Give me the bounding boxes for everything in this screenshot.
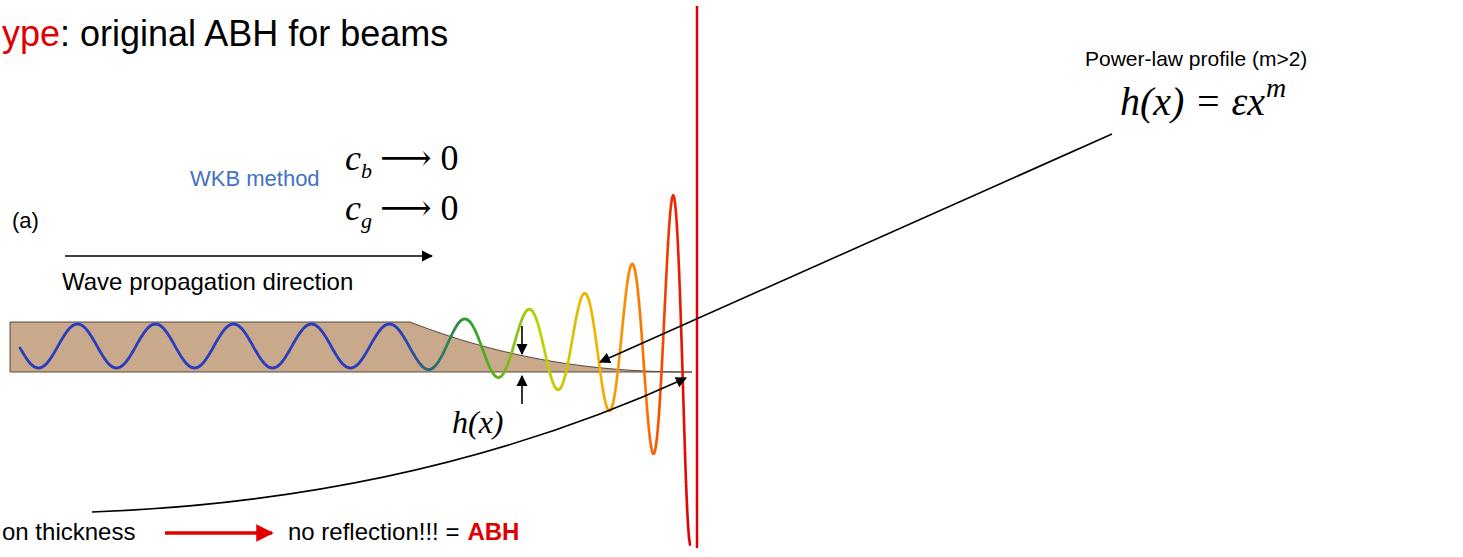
symbol: c <box>345 190 361 226</box>
wave-segment <box>648 420 649 431</box>
wave-segment <box>659 399 660 414</box>
wave-segment <box>639 302 640 313</box>
wave-segment <box>665 282 666 302</box>
wave-segment <box>264 363 265 364</box>
wave-segment <box>555 387 556 388</box>
wave-segment <box>688 524 689 537</box>
wave-segment <box>669 215 670 228</box>
wave-segment <box>622 321 623 331</box>
wave-segment <box>637 283 638 292</box>
formula-exponent: m <box>1266 74 1286 102</box>
leader-line <box>600 134 1112 362</box>
formula-caption: Power-law profile (m>2) <box>1085 48 1307 69</box>
wave-segment <box>421 365 422 366</box>
wave-segment <box>620 341 621 351</box>
wave-segment <box>682 355 683 388</box>
tapered-beam <box>10 322 692 372</box>
wave-segment <box>646 395 647 408</box>
wave-segment <box>342 363 343 364</box>
flexural-wave <box>20 195 690 544</box>
leader-line <box>92 378 686 512</box>
note: on thickness <box>2 520 135 544</box>
wave-peak <box>696 6 699 548</box>
wave-segment <box>649 430 650 439</box>
wave-segment <box>147 328 148 329</box>
wave-segment <box>30 363 31 364</box>
wave-segment <box>526 310 527 311</box>
wave-segment <box>658 414 659 427</box>
symbol-subscript: b <box>361 160 372 182</box>
wave-segment <box>625 293 626 302</box>
wave-segment <box>662 343 663 363</box>
wave-segment <box>641 326 642 339</box>
wave-segment <box>225 328 226 329</box>
wave-segment <box>678 246 679 269</box>
wave-segment <box>686 482 687 506</box>
wave-segment <box>667 244 668 262</box>
abh-term: ABH <box>467 520 519 544</box>
implication-arrow <box>165 531 272 535</box>
wave-segment <box>69 328 70 329</box>
direction-label: Wave propagation direction <box>62 270 353 294</box>
symbol-subscript: g <box>361 210 372 232</box>
wave-segment <box>687 506 688 525</box>
wave-segment <box>621 331 622 341</box>
wave-segment <box>582 294 583 296</box>
thickness-arrow <box>521 326 523 354</box>
wave-segment <box>632 263 633 266</box>
wave-segment <box>643 353 644 367</box>
wave-segment <box>675 203 676 213</box>
panel-label: (a) <box>12 210 39 232</box>
wave-segment <box>677 227 678 246</box>
note: no reflection!!! = <box>288 520 459 544</box>
limit: ⟶ 0 <box>380 140 459 176</box>
wave-segment <box>585 292 586 295</box>
wave-segment <box>459 321 460 322</box>
wave-segment <box>670 205 671 215</box>
method-label: WKB method <box>190 168 320 190</box>
wave-segment <box>685 453 686 482</box>
wave-segment <box>666 262 667 281</box>
heading: : original ABH for beams <box>60 16 448 52</box>
limit: ⟶ 0 <box>380 190 459 226</box>
formula: h(x) = εx <box>1120 82 1265 122</box>
wave-segment <box>684 421 685 454</box>
wave-segment <box>689 538 690 545</box>
symbol: c <box>345 140 361 176</box>
thickness-arrow <box>521 376 523 404</box>
thickness-label: h(x) <box>452 406 504 438</box>
wave-segment <box>618 361 619 370</box>
wave-segment <box>624 302 625 311</box>
wave-segment <box>679 269 680 295</box>
wave-segment <box>640 313 641 325</box>
wave-segment <box>681 324 682 355</box>
wave-segment <box>683 388 684 421</box>
wave-segment <box>664 302 665 323</box>
wave-segment <box>381 328 382 329</box>
wave-segment <box>108 363 109 364</box>
wave-segment <box>647 408 648 420</box>
wave-segment <box>668 228 669 244</box>
wave-segment <box>680 295 681 324</box>
propagation-arrow <box>65 255 432 257</box>
wave-segment <box>676 213 677 228</box>
wave-segment <box>645 381 646 395</box>
wave-segment <box>642 339 643 353</box>
wave-segment <box>644 367 645 381</box>
wave-segment <box>623 311 624 321</box>
wave-segment <box>657 427 658 438</box>
wave-segment <box>661 363 662 382</box>
wave-segment <box>638 292 639 302</box>
heading-prefix: ype <box>2 16 60 52</box>
wave-segment <box>494 375 495 376</box>
wave-segment <box>186 363 187 364</box>
wave-segment <box>303 328 304 329</box>
